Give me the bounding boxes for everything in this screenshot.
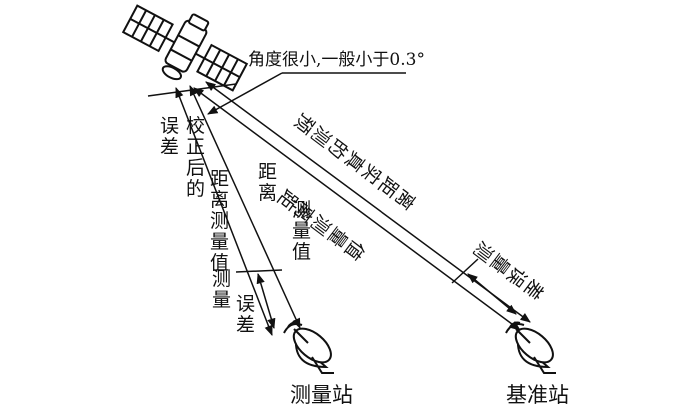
measurement-error-right-label: 测量误差 bbox=[469, 237, 548, 303]
label-char: 正 bbox=[186, 136, 205, 158]
label-char: 离 bbox=[258, 182, 277, 204]
label-char: 校 bbox=[186, 115, 205, 137]
measured-distance-label-a: 距离 bbox=[258, 161, 277, 204]
error-tick-left-top bbox=[235, 269, 283, 273]
satellite-icon bbox=[121, 4, 249, 92]
label-char: 距 bbox=[210, 168, 229, 190]
corrected-distance-text: 误差 校正后的 距离测量值 bbox=[160, 115, 229, 274]
corrected-distance-col-c: 距离测量值 bbox=[210, 168, 229, 274]
dish-antenna-icon bbox=[283, 321, 334, 374]
corrected-distance-col-a: 误差 bbox=[160, 115, 179, 158]
label-char: 量 bbox=[292, 220, 311, 242]
label-char: 量 bbox=[212, 289, 231, 311]
label-char: 距 bbox=[258, 161, 277, 183]
true-distance-label: 预测的真实距离 bbox=[290, 109, 420, 213]
label-char: 后 bbox=[186, 157, 205, 179]
angle-note: 角度很小,一般小于0.3° bbox=[248, 50, 425, 70]
label-char: 的 bbox=[186, 178, 205, 200]
label-char: 值 bbox=[210, 252, 229, 274]
measurement-error-left-label-b: 误差 bbox=[236, 293, 255, 336]
label-char: 误 bbox=[236, 293, 255, 315]
label-char: 测 bbox=[292, 199, 311, 221]
distance-measured-mid-label: 距离测量值 bbox=[273, 185, 369, 264]
label-char: 差 bbox=[160, 136, 179, 158]
label-char: 测 bbox=[210, 210, 229, 232]
label-char: 误 bbox=[160, 115, 179, 137]
label-char: 测 bbox=[212, 268, 231, 290]
measurement-error-left-label-a: 测量 bbox=[212, 268, 231, 311]
error-tick-right bbox=[451, 258, 479, 284]
error-bracket-left bbox=[256, 272, 276, 330]
label-char: 量 bbox=[210, 231, 229, 253]
label-char: 差 bbox=[236, 314, 255, 336]
measured-distance-label-b: 测量值 bbox=[292, 199, 311, 263]
corrected-distance-col-b: 校正后的 bbox=[186, 115, 205, 200]
station-measure-label: 测量站 bbox=[290, 383, 353, 407]
station-base-label: 基准站 bbox=[506, 383, 569, 407]
label-char: 离 bbox=[210, 189, 229, 211]
label-char: 值 bbox=[292, 241, 311, 263]
error-bracket-right bbox=[467, 273, 517, 315]
dish-antenna-icon bbox=[505, 321, 556, 374]
